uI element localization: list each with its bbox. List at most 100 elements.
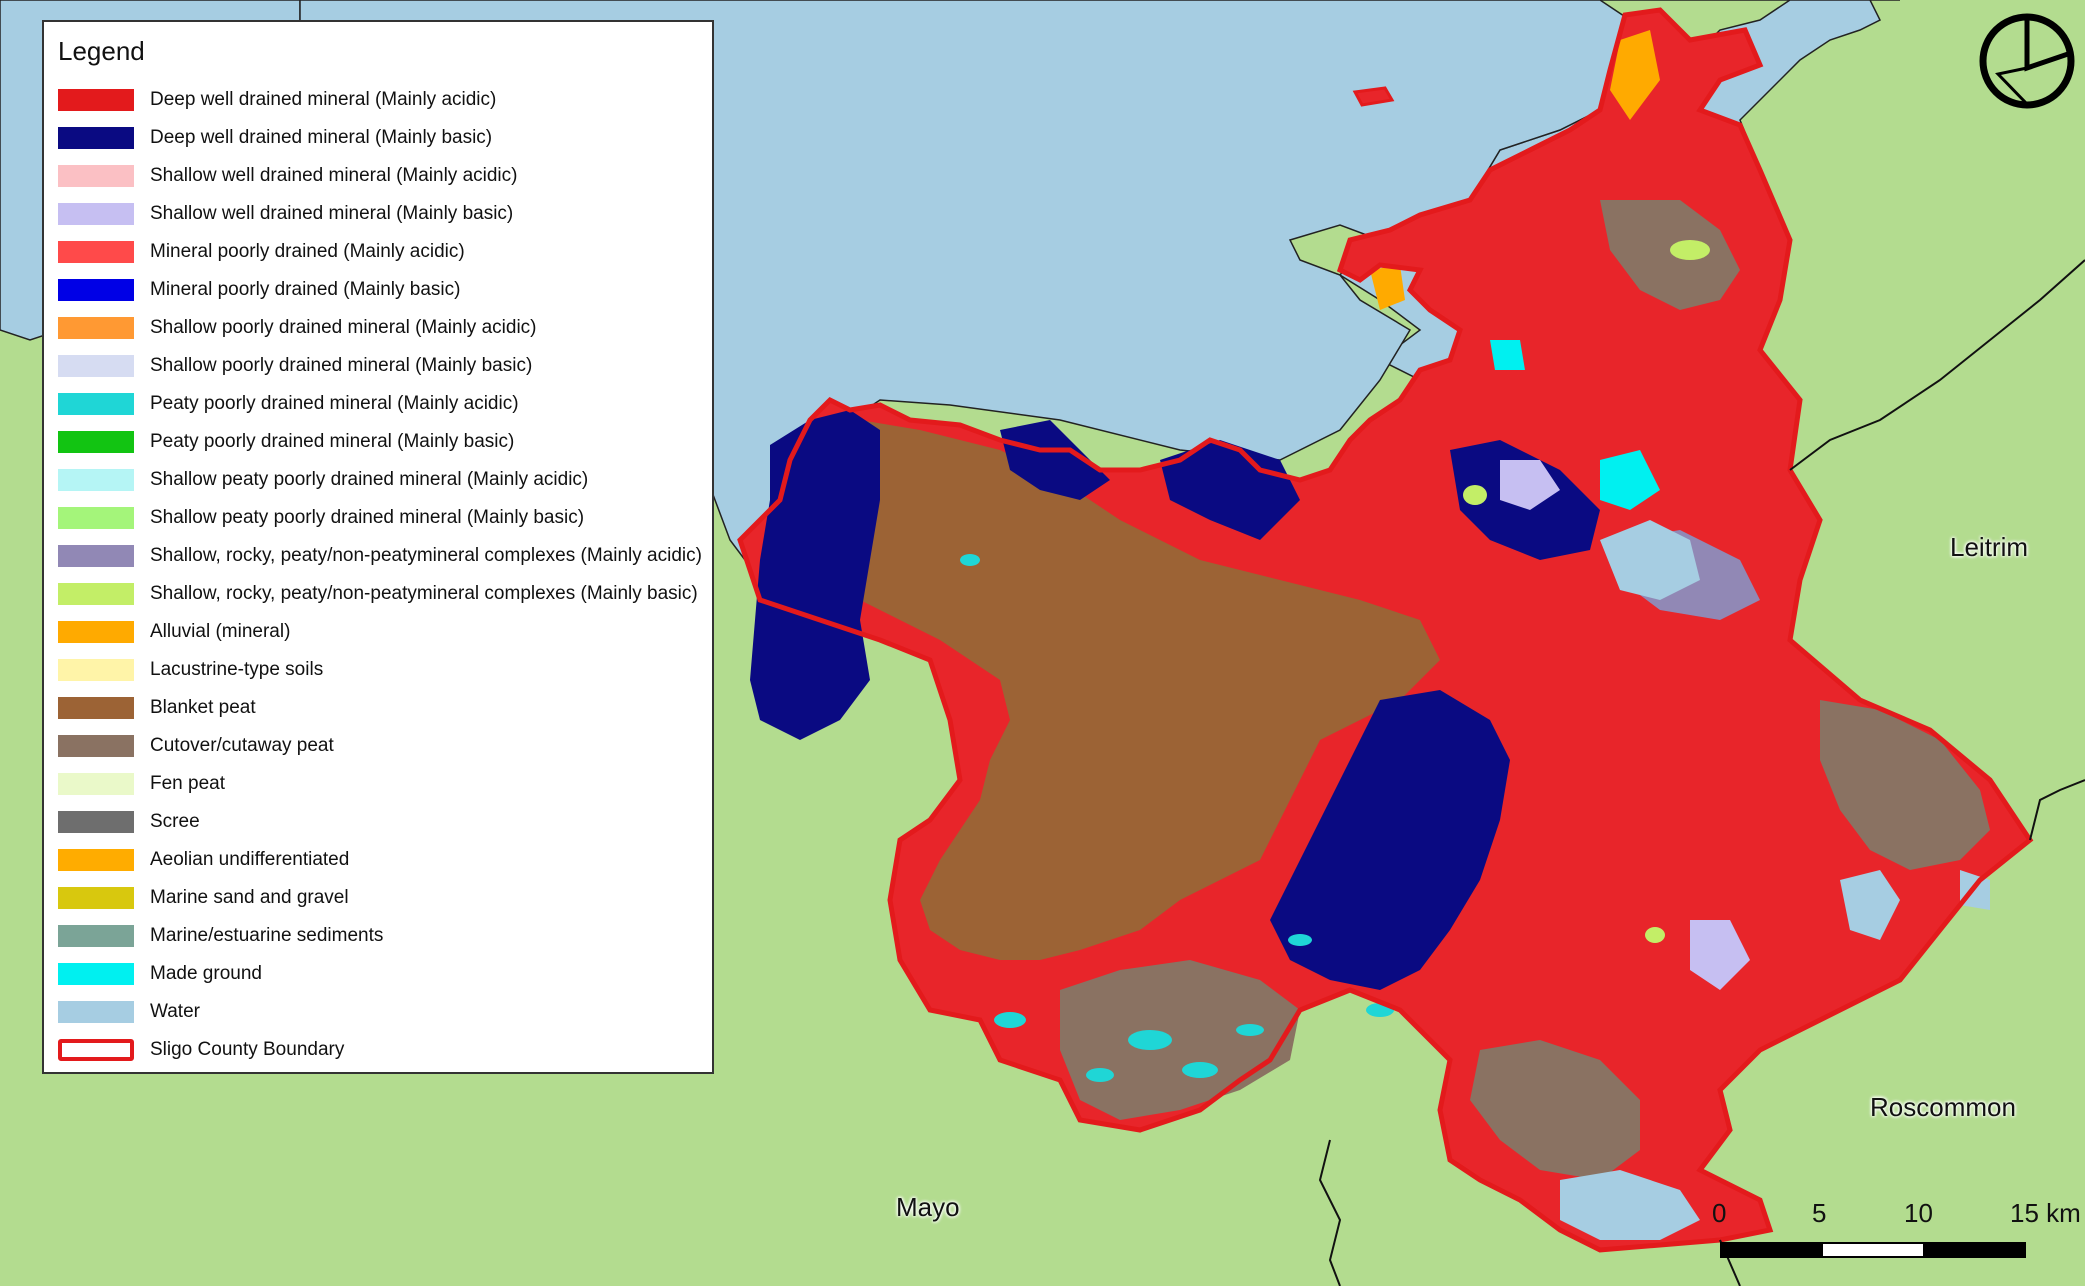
legend-item: Scree (58, 803, 712, 841)
legend-swatch (58, 469, 134, 491)
legend-item: Deep well drained mineral (Mainly acidic… (58, 81, 712, 119)
legend-swatch (58, 735, 134, 757)
legend-swatch (58, 317, 134, 339)
legend-item: Shallow peaty poorly drained mineral (Ma… (58, 499, 712, 537)
lough-gill-shape (1500, 460, 1750, 990)
legend-swatch (58, 887, 134, 909)
legend-item: Mineral poorly drained (Mainly basic) (58, 271, 712, 309)
legend-swatch (58, 963, 134, 985)
legend-swatch (58, 849, 134, 871)
legend-label: Blanket peat (150, 697, 256, 718)
legend-item: Blanket peat (58, 689, 712, 727)
legend-item: Alluvial (mineral) (58, 613, 712, 651)
alluvial-north (1370, 30, 1660, 310)
legend-swatch (58, 241, 134, 263)
legend-label: Scree (150, 811, 200, 832)
legend-label: Aeolian undifferentiated (150, 849, 350, 870)
legend-label: Shallow peaty poorly drained mineral (Ma… (150, 507, 585, 528)
legend-swatch (58, 393, 134, 415)
place-label-leitrim: Leitrim (1950, 532, 2029, 562)
scale-label-15: 15 km (2010, 1198, 2081, 1228)
legend-swatch (58, 1001, 134, 1023)
place-label-mayo: Mayo (896, 1192, 960, 1222)
cutover-peat-east (1820, 700, 1990, 870)
scale-bar (1720, 1242, 2026, 1258)
legend-swatch (58, 583, 134, 605)
deep-basic-north (1000, 420, 1300, 540)
scale-label-0: 0 (1712, 1198, 1727, 1228)
county-borders (1318, 259, 2085, 1286)
legend-swatch (58, 89, 134, 111)
legend-label: Marine/estuarine sediments (150, 925, 384, 946)
north-arrow-icon (1979, 13, 2075, 109)
legend-label: Alluvial (mineral) (150, 621, 291, 642)
deep-basic-central (1270, 690, 1510, 990)
peaty-acidic-patches (960, 554, 1394, 1082)
legend-item: Fen peat (58, 765, 712, 803)
legend-label: Shallow poorly drained mineral (Mainly a… (150, 317, 537, 338)
legend-label: Shallow, rocky, peaty/non-peatymineral c… (150, 583, 698, 604)
legend-swatch (58, 1039, 134, 1061)
legend-item: Shallow, rocky, peaty/non-peatymineral c… (58, 537, 712, 575)
island (1352, 86, 1395, 107)
legend-item: Mineral poorly drained (Mainly acidic) (58, 233, 712, 271)
legend-label: Peaty poorly drained mineral (Mainly bas… (150, 431, 515, 452)
legend-swatch (58, 773, 134, 795)
legend-label: Sligo County Boundary (150, 1039, 345, 1060)
legend-label: Deep well drained mineral (Mainly basic) (150, 127, 493, 148)
legend-swatch (58, 925, 134, 947)
legend-label: Water (150, 1001, 200, 1022)
legend-item: Deep well drained mineral (Mainly basic) (58, 119, 712, 157)
scale-label-5: 5 (1812, 1198, 1827, 1228)
made-ground-area (1490, 340, 1660, 510)
cutover-peat-north (1600, 200, 1740, 310)
legend-swatch (58, 659, 134, 681)
place-label-roscommon: Roscommon (1870, 1092, 2016, 1122)
legend-swatch (58, 431, 134, 453)
legend-list: Deep well drained mineral (Mainly acidic… (58, 81, 712, 1069)
legend-item: Shallow poorly drained mineral (Mainly a… (58, 309, 712, 347)
legend-swatch (58, 545, 134, 567)
legend-label: Shallow peaty poorly drained mineral (Ma… (150, 469, 589, 490)
legend-label: Deep well drained mineral (Mainly acidic… (150, 89, 497, 110)
rocky-basic-patches (1463, 240, 1710, 943)
legend-item: Marine/estuarine sediments (58, 917, 712, 955)
legend-swatch (58, 127, 134, 149)
legend-item: Shallow peaty poorly drained mineral (Ma… (58, 461, 712, 499)
legend-item: Water (58, 993, 712, 1031)
legend-label: Cutover/cutaway peat (150, 735, 334, 756)
legend: Legend Deep well drained mineral (Mainly… (42, 20, 714, 1074)
legend-item: Lacustrine-type soils (58, 651, 712, 689)
legend-swatch (58, 811, 134, 833)
legend-label: Mineral poorly drained (Mainly basic) (150, 279, 461, 300)
legend-item: Shallow poorly drained mineral (Mainly b… (58, 347, 712, 385)
legend-label: Peaty poorly drained mineral (Mainly aci… (150, 393, 519, 414)
legend-item: Sligo County Boundary (58, 1031, 712, 1069)
legend-item: Shallow well drained mineral (Mainly aci… (58, 157, 712, 195)
cutover-peat-se (1470, 1040, 1640, 1180)
legend-item: Marine sand and gravel (58, 879, 712, 917)
legend-swatch (58, 203, 134, 225)
blanket-peat-area (830, 420, 1440, 960)
legend-item: Peaty poorly drained mineral (Mainly bas… (58, 423, 712, 461)
legend-label: Shallow poorly drained mineral (Mainly b… (150, 355, 533, 376)
legend-item: Shallow, rocky, peaty/non-peatymineral c… (58, 575, 712, 613)
county-boundary (737, 7, 2034, 1253)
legend-swatch (58, 621, 134, 643)
legend-item: Made ground (58, 955, 712, 993)
legend-item: Aeolian undifferentiated (58, 841, 712, 879)
legend-label: Shallow well drained mineral (Mainly aci… (150, 165, 518, 186)
legend-label: Mineral poorly drained (Mainly acidic) (150, 241, 465, 262)
legend-label: Shallow well drained mineral (Mainly bas… (150, 203, 514, 224)
legend-item: Cutover/cutaway peat (58, 727, 712, 765)
legend-swatch (58, 165, 134, 187)
legend-item: Peaty poorly drained mineral (Mainly aci… (58, 385, 712, 423)
legend-label: Marine sand and gravel (150, 887, 349, 908)
legend-title: Legend (58, 36, 145, 66)
scale-label-10: 10 (1904, 1198, 1933, 1228)
legend-swatch (58, 507, 134, 529)
legend-label: Made ground (150, 963, 262, 984)
legend-swatch (58, 355, 134, 377)
legend-label: Shallow, rocky, peaty/non-peatymineral c… (150, 545, 702, 566)
